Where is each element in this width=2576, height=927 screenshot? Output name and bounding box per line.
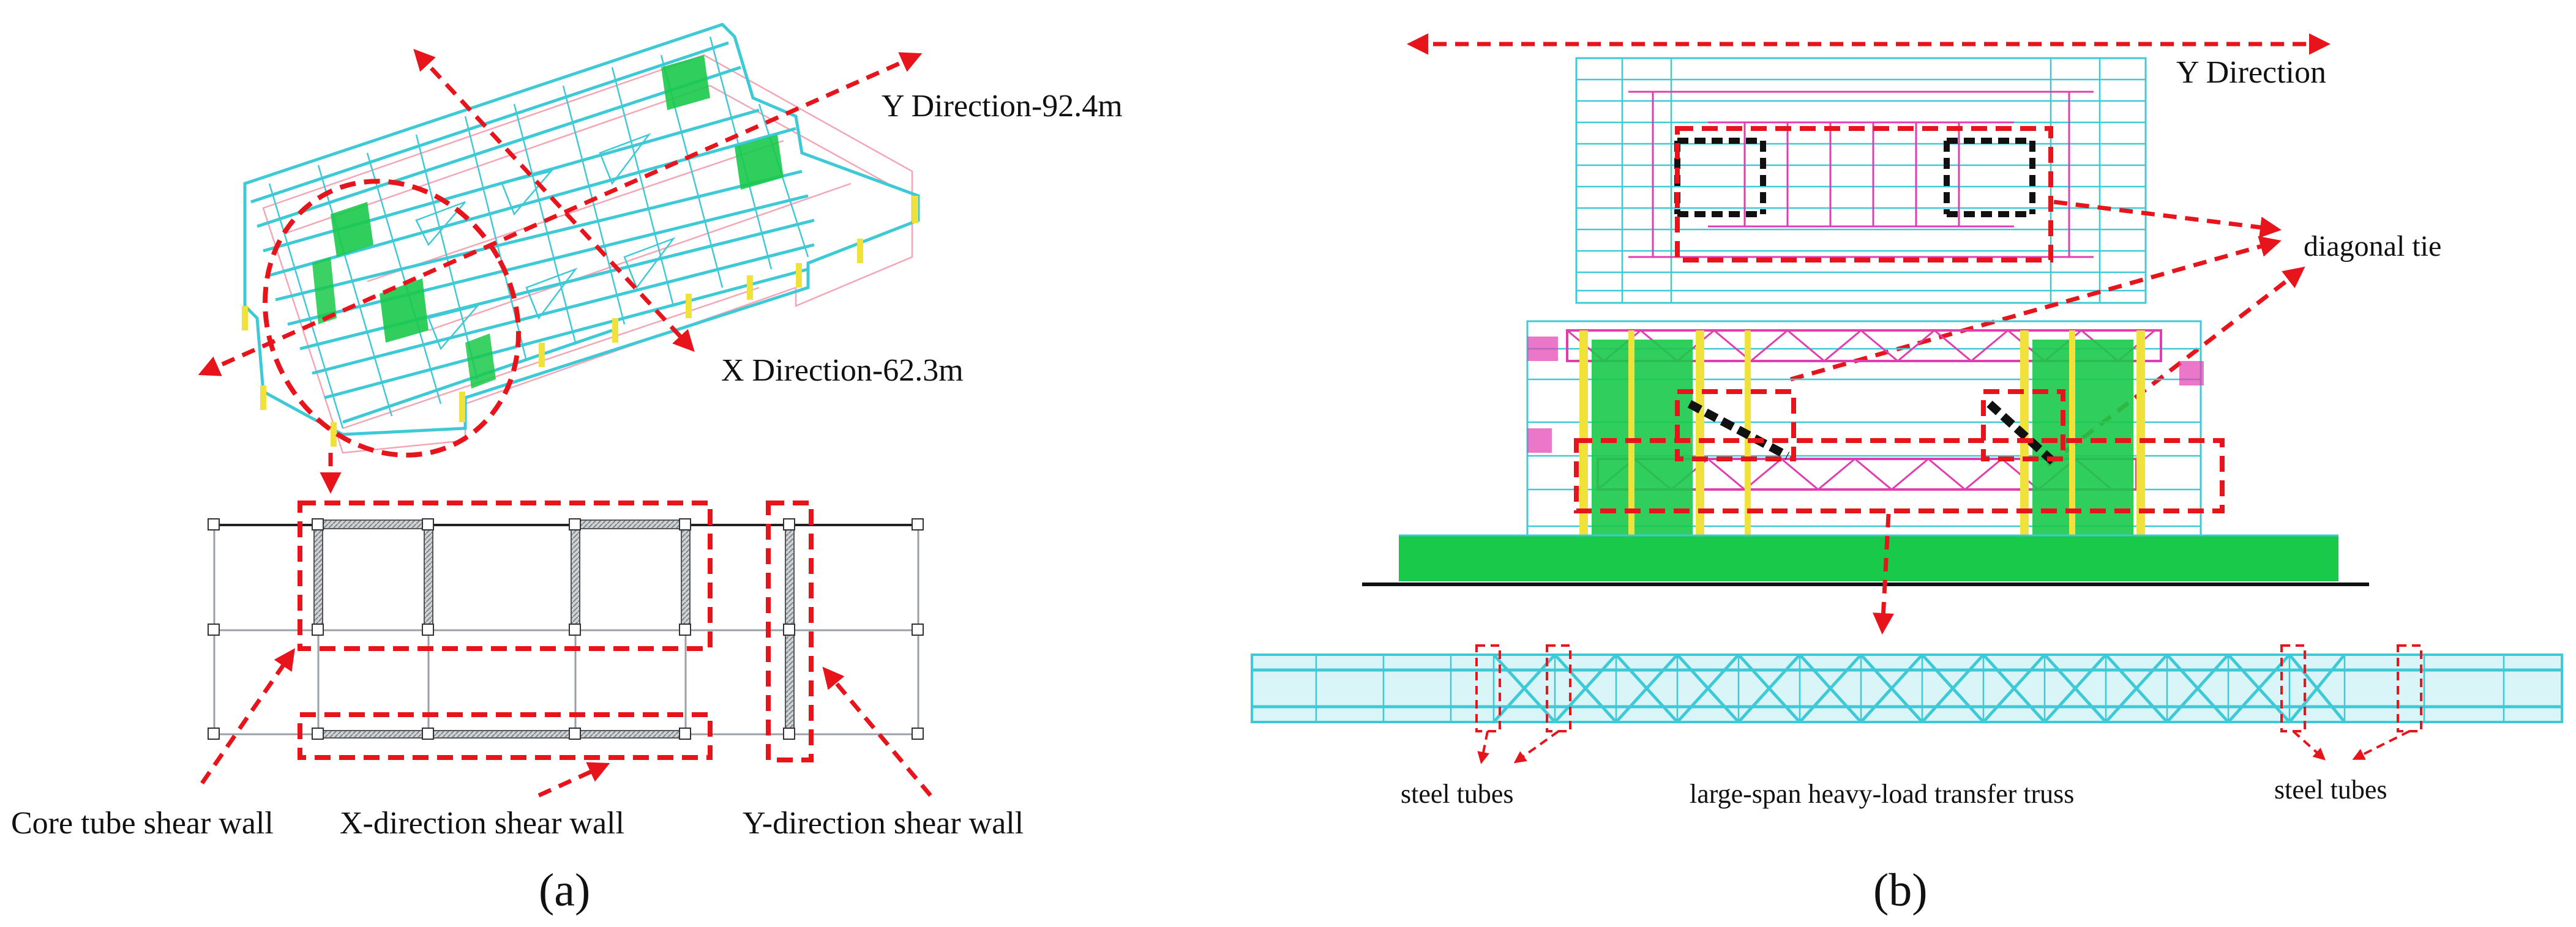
panel-b-caption: (b): [1873, 865, 1928, 916]
y-shear-wall-box: [766, 501, 814, 762]
x-shear-wall-box: [298, 712, 713, 760]
panel-b-plan: [1575, 57, 2147, 304]
y-direction-label-b: Y Direction: [2176, 55, 2326, 90]
y-direction-shear-wall-label: Y-direction shear wall: [743, 806, 1024, 841]
steel-tube-box-1: [1475, 644, 1501, 732]
panel-a-caption: (a): [539, 865, 590, 916]
panel-a-3d-model: [242, 23, 920, 454]
transfer-truss-elevation-box: [1574, 438, 2225, 513]
diagonal-tie-left-box: [1675, 389, 1796, 461]
x-direction-label-a: X Direction-62.3m: [721, 353, 964, 388]
diagonal-tie-right-box: [1981, 389, 2065, 461]
panel-b: Y Direction diagonal tie: [1251, 33, 2563, 916]
steel-tubes-left-label: steel tubes: [1401, 779, 1514, 809]
core-tube-shear-wall-label: Core tube shear wall: [11, 806, 274, 841]
steel-tubes-right-label: steel tubes: [2274, 775, 2387, 805]
core-tube-box: [298, 501, 713, 651]
y-direction-label-a: Y Direction-92.4m: [882, 89, 1123, 124]
panel-a-plan: [208, 501, 924, 762]
transfer-truss-label: large-span heavy-load transfer truss: [1690, 779, 2074, 809]
panel-a: Y Direction-92.4m X Direction-62.3m: [11, 23, 1123, 916]
panel-b-truss: [1251, 644, 2563, 732]
core-highlight-ellipse: [263, 179, 521, 458]
diagonal-tie-plan-box: [1675, 126, 2053, 262]
diagonal-tie-label: diagonal tie: [2304, 230, 2441, 262]
panel-b-elevation: [1362, 320, 2369, 586]
x-direction-shear-wall-label: X-direction shear wall: [340, 806, 624, 841]
